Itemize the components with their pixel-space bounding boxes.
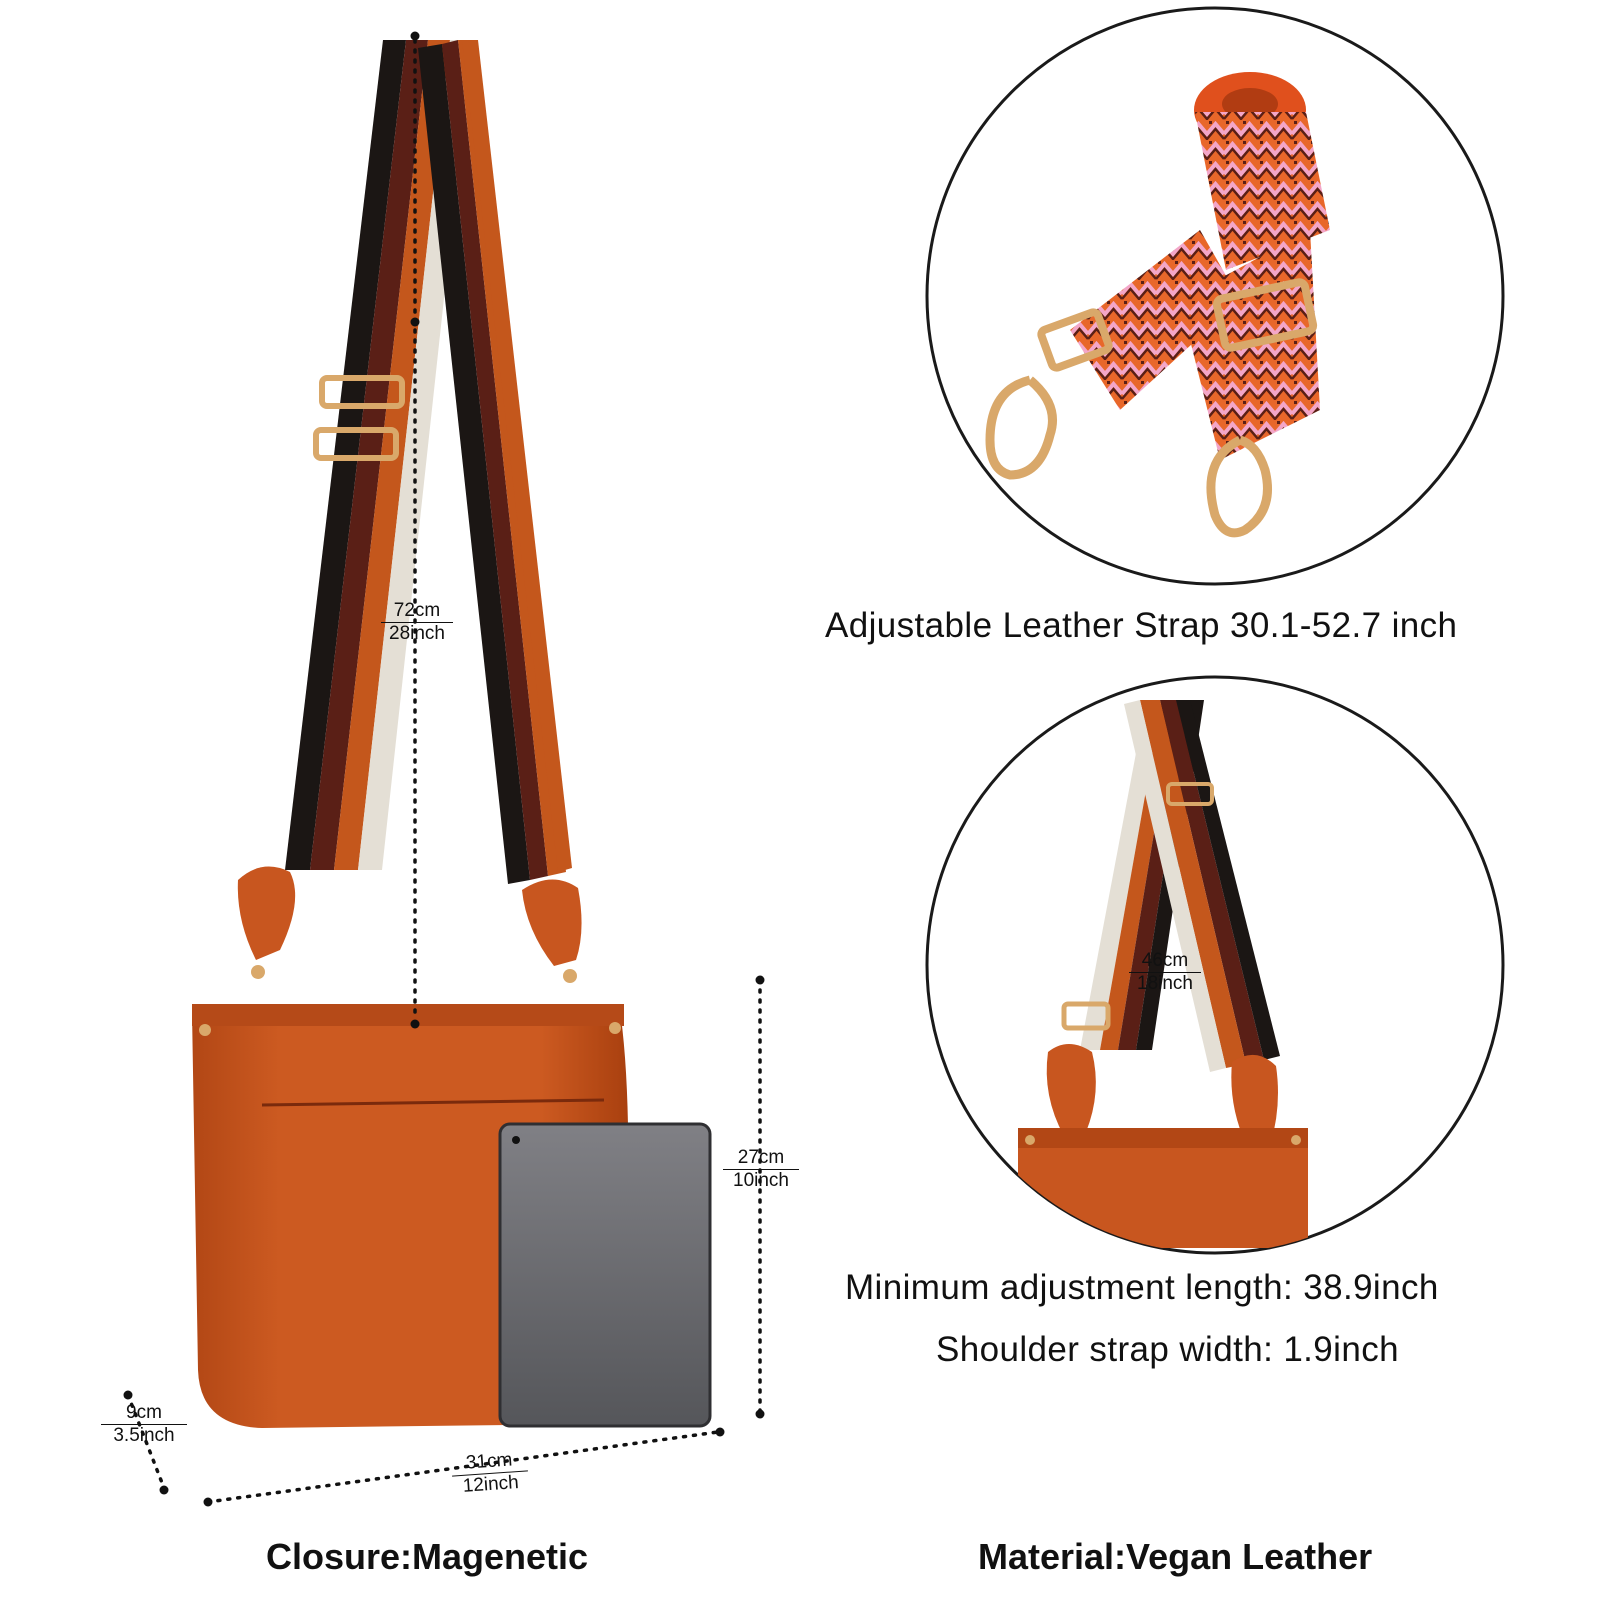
strap-length-caption: Adjustable Leather Strap 30.1-52.7 inch <box>825 606 1458 645</box>
min-length-caption: Minimum adjustment length: 38.9inch <box>845 1268 1439 1307</box>
strap-width-caption: Shoulder strap width: 1.9inch <box>936 1330 1399 1369</box>
strap-drop-dimension: 72cm 28inch <box>376 600 458 645</box>
closure-caption: Closure:Magenetic <box>266 1536 589 1577</box>
material-caption: Material:Vegan Leather <box>978 1536 1373 1577</box>
dimension-guides <box>126 38 1164 1504</box>
depth-dimension: 9cm 3.5inch <box>96 1402 192 1447</box>
short-drop-inch: 18inch <box>1129 972 1201 995</box>
height-dimension: 27cm 10inch <box>717 1147 805 1192</box>
strap-tab-right <box>522 879 582 966</box>
depth-cm: 9cm <box>126 1402 162 1423</box>
rolled-strap-photo <box>985 72 1330 538</box>
short-drop-cm: 46cm <box>1141 950 1189 971</box>
height-inch: 10inch <box>723 1169 799 1192</box>
strap-buckle <box>313 375 405 461</box>
strap-tab-left <box>237 866 296 960</box>
width-dimension: 31cm 12inch <box>445 1448 536 1499</box>
depth-inch: 3.5inch <box>101 1424 187 1447</box>
strap-right-leg <box>418 40 572 884</box>
main-bag-photo <box>192 40 712 1428</box>
strap-drop-cm: 72cm <box>393 600 441 621</box>
tablet-device <box>498 1122 712 1428</box>
short-strap-photo <box>1018 700 1308 1248</box>
short-drop-dimension: 46cm 18inch <box>1124 950 1206 995</box>
height-cm: 27cm <box>737 1147 785 1168</box>
strap-drop-inch: 28inch <box>381 622 453 645</box>
